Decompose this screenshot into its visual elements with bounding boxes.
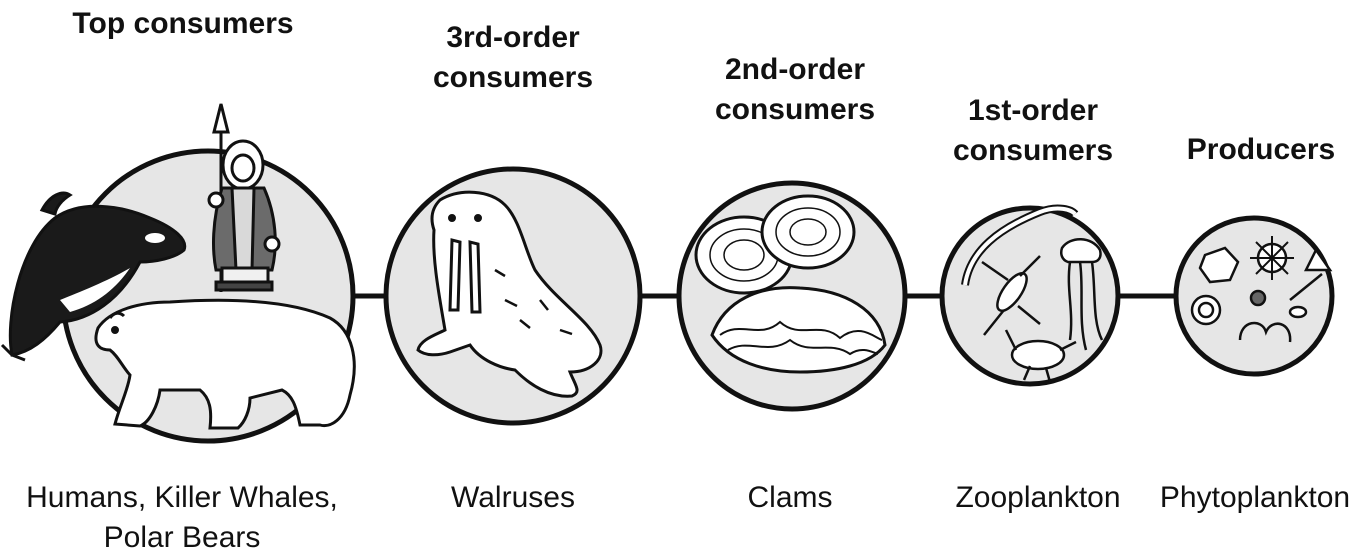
third-order-heading: 3rd-order consumers [398,18,628,98]
polar-bear-icon [96,300,354,428]
second-order-heading: 2nd-order consumers [680,50,910,130]
third-order-organisms: Walruses [418,478,608,518]
heading-line: Top consumers [58,4,308,44]
first-order-organisms: Zooplankton [940,478,1136,518]
organism-line: Zooplankton [940,478,1136,518]
inuit-hunter-icon [209,104,279,292]
organism-line: Walruses [418,478,608,518]
heading-line: 3rd-order [398,18,628,58]
organism-line: Polar Bears [0,518,364,558]
heading-line: Producers [1166,130,1356,170]
first-order-heading: 1st-order consumers [918,91,1148,171]
producers-organisms: Phytoplankton [1148,478,1362,518]
heading-line: consumers [398,58,628,98]
heading-line: 1st-order [918,91,1148,131]
heading-line: consumers [680,90,910,130]
organism-line: Phytoplankton [1148,478,1362,518]
second-order-organisms: Clams [700,478,880,518]
producers-heading: Producers [1166,130,1356,170]
organism-line: Clams [700,478,880,518]
organism-line: Humans, Killer Whales, [0,478,364,518]
top-consumers-heading: Top consumers [58,4,308,44]
heading-line: 2nd-order [680,50,910,90]
top-consumers-organisms: Humans, Killer Whales, Polar Bears [0,478,364,558]
heading-line: consumers [918,131,1148,171]
